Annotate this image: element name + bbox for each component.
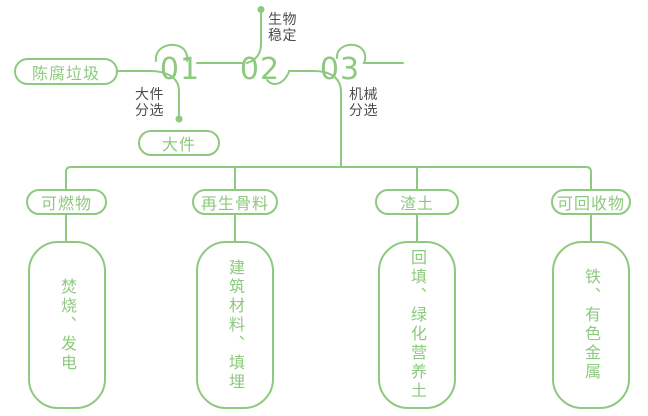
use-text-combustibles: 焚烧、发电: [58, 277, 77, 373]
stage2-lower-arc: [266, 71, 290, 85]
stage3-upper-arc-exit: [336, 43, 404, 64]
use-box-combustibles: 焚烧、发电: [28, 241, 106, 409]
source-to-stage1-connector: [117, 70, 180, 116]
category-node-slag-soil: 渣土: [375, 189, 459, 215]
use-box-recyclables: 铁、有色金属: [552, 241, 630, 409]
byproduct-node-bulky: 大件: [138, 130, 220, 156]
category-node-recyclables: 可回收物: [551, 189, 631, 215]
stage-number-2: 02: [239, 52, 281, 87]
bio-stabilize-dot: [257, 6, 265, 13]
category-node-recycled-aggregate: 再生骨料: [192, 189, 278, 215]
bulky-branch-dot: [175, 115, 183, 123]
stage3-down-stem: [313, 70, 342, 168]
source-node: 陈腐垃圾: [14, 58, 118, 85]
stage-label-bulky-sorting: 大件 分选: [135, 87, 164, 119]
stage-label-mechanical-sorting: 机械 分选: [349, 87, 378, 119]
use-box-recycled-aggregate: 建筑材料、填埋: [196, 241, 274, 409]
use-text-slag-soil: 回填、绿化营养土: [408, 249, 427, 401]
stage1-upper-arc: [154, 43, 189, 62]
stage2-bio-stem: [246, 12, 262, 64]
distribution-line: [65, 166, 592, 190]
category-node-combustibles: 可燃物: [26, 189, 107, 215]
stage-label-bio-stabilization: 生物 稳定: [268, 12, 297, 44]
stage-number-3: 03: [319, 52, 361, 87]
stage-number-1: 01: [159, 52, 201, 87]
use-text-recyclables: 铁、有色金属: [582, 268, 601, 382]
use-box-slag-soil: 回填、绿化营养土: [378, 241, 456, 409]
use-text-recycled-aggregate: 建筑材料、填埋: [226, 258, 245, 392]
